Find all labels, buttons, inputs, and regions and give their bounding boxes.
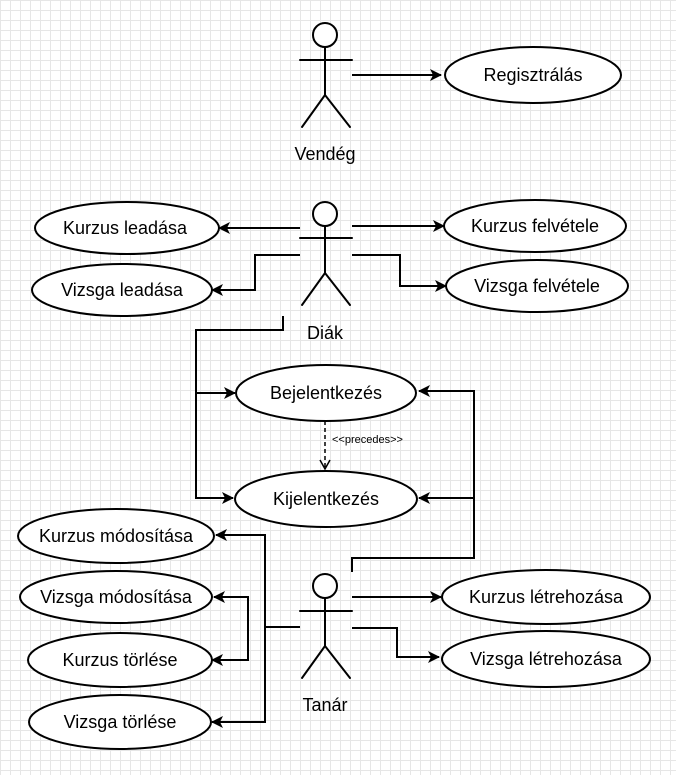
use-case-exam-enroll[interactable]: Vizsga felvétele xyxy=(445,259,629,313)
use-case-course-create-label: Kurzus létrehozása xyxy=(469,587,624,607)
actor-student[interactable]: Diák xyxy=(299,201,353,343)
use-case-course-enroll[interactable]: Kurzus felvétele xyxy=(443,199,627,253)
use-case-logout[interactable]: Kijelentkezés xyxy=(234,470,418,528)
use-case-course-delete-label: Kurzus törlése xyxy=(62,650,177,670)
actor-guest[interactable]: Vendég xyxy=(294,22,356,164)
actor-guest-label: Vendég xyxy=(294,144,355,164)
use-case-course-enroll-label: Kurzus felvétele xyxy=(471,216,599,236)
use-case-course-modify-label: Kurzus módosítása xyxy=(39,526,194,546)
edge-student-logout xyxy=(195,393,234,504)
edge-teacher-login xyxy=(351,385,475,572)
use-case-exam-modify[interactable]: Vizsga módosítása xyxy=(19,570,213,624)
edge-student-login xyxy=(195,316,284,399)
use-case-course-modify[interactable]: Kurzus módosítása xyxy=(17,508,215,564)
use-case-exam-drop[interactable]: Vizsga leadása xyxy=(31,263,213,317)
edges xyxy=(195,69,475,728)
use-case-exam-enroll-label: Vizsga felvétele xyxy=(474,276,600,296)
use-case-exam-delete[interactable]: Vizsga törlése xyxy=(28,694,212,750)
use-case-course-create[interactable]: Kurzus létrehozása xyxy=(441,569,651,625)
edge-teacher-exam-create xyxy=(352,627,440,663)
use-case-exam-create-label: Vizsga létrehozása xyxy=(470,649,623,669)
actor-head xyxy=(312,201,338,227)
edge-teacher-exam-modify xyxy=(213,591,249,627)
use-case-course-delete[interactable]: Kurzus törlése xyxy=(27,632,213,688)
use-case-exam-create[interactable]: Vizsga létrehozása xyxy=(441,630,651,688)
use-case-logout-label: Kijelentkezés xyxy=(273,489,379,509)
use-case-login-label: Bejelentkezés xyxy=(270,383,382,403)
actor-student-label: Diák xyxy=(307,323,344,343)
actor-body xyxy=(299,597,353,679)
use-case-exam-drop-label: Vizsga leadása xyxy=(61,280,184,300)
use-case-register-label: Regisztrálás xyxy=(483,65,582,85)
actor-head xyxy=(312,573,338,599)
use-case-register[interactable]: Regisztrálás xyxy=(444,46,622,104)
edge-student-exam-drop xyxy=(211,254,300,296)
edge-teacher-course-delete xyxy=(211,627,249,666)
actor-teacher[interactable]: Tanár xyxy=(299,573,353,715)
use-case-exam-modify-label: Vizsga módosítása xyxy=(40,587,193,607)
actor-body xyxy=(299,46,353,128)
actor-head xyxy=(312,22,338,48)
edge-student-exam-enroll xyxy=(352,254,447,292)
use-case-course-drop[interactable]: Kurzus leadása xyxy=(34,201,220,255)
use-case-course-drop-label: Kurzus leadása xyxy=(63,218,188,238)
use-case-login[interactable]: Bejelentkezés xyxy=(235,364,417,422)
actor-body xyxy=(299,225,353,306)
actor-teacher-label: Tanár xyxy=(302,695,347,715)
precedes-label: <<precedes>> xyxy=(332,434,403,446)
use-case-exam-delete-label: Vizsga törlése xyxy=(64,712,177,732)
edge-teacher-course-modify xyxy=(215,529,300,628)
edge-teacher-exam-delete xyxy=(211,627,266,728)
